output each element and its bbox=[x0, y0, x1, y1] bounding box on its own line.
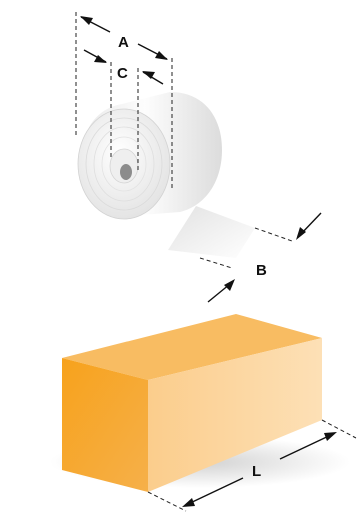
dimension-A-arrows bbox=[80, 16, 168, 60]
roll-face bbox=[77, 108, 171, 220]
film-web bbox=[168, 206, 255, 258]
dimension-L-arrows bbox=[182, 432, 337, 507]
dimension-B-extension-top bbox=[254, 227, 293, 242]
dimension-L-extension-left bbox=[147, 491, 187, 512]
box-top-face bbox=[62, 314, 322, 380]
roll-dimensions: A C B bbox=[75, 12, 322, 303]
box-front-face bbox=[62, 358, 148, 492]
box bbox=[50, 314, 350, 492]
box-side-face bbox=[148, 338, 322, 492]
film-roll bbox=[77, 92, 255, 258]
label-L: L bbox=[252, 463, 261, 480]
dimension-B-extension-bottom bbox=[199, 257, 233, 269]
dimension-B-arrows bbox=[207, 212, 322, 303]
label-A: A bbox=[118, 34, 129, 51]
label-B: B bbox=[256, 262, 267, 279]
core-hole bbox=[120, 164, 132, 180]
box-dimension: L bbox=[147, 419, 357, 512]
dimension-C-arrows bbox=[83, 49, 164, 85]
label-C: C bbox=[117, 65, 128, 82]
